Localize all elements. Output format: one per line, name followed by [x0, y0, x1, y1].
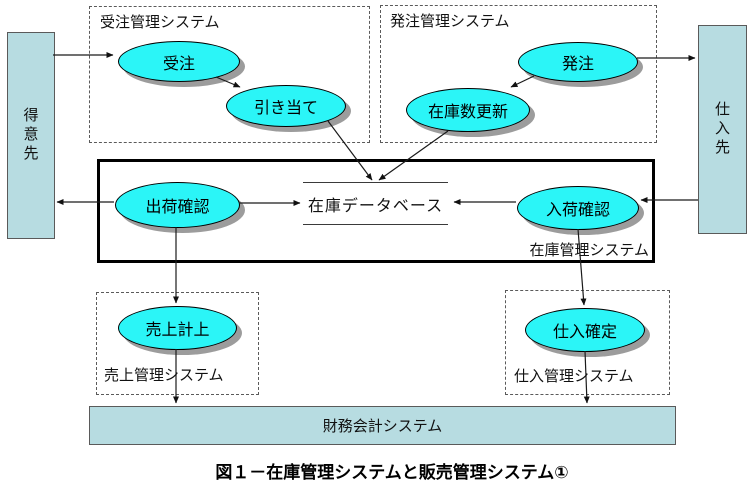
- sales-mgmt-system-label: 売上管理システム: [104, 366, 224, 384]
- po-mgmt-system-box: 発注管理システム: [380, 5, 657, 143]
- entity-supplier: 仕入先: [698, 25, 747, 234]
- inventory-database-datastore: 在庫データベース: [303, 182, 448, 225]
- entity-supplier-label: 仕入先: [713, 101, 731, 158]
- figure-caption: 図１－在庫管理システムと販売管理システム①: [215, 463, 569, 483]
- process-ship-check: 出荷確認: [115, 182, 240, 228]
- finance-system-label: 財務会計システム: [322, 417, 443, 435]
- order-mgmt-system-label: 受注管理システム: [100, 13, 220, 31]
- po-mgmt-system-label: 発注管理システム: [390, 12, 510, 30]
- process-update-stock: 在庫数更新: [406, 88, 530, 132]
- finance-system-bar: 財務会計システム: [89, 406, 676, 445]
- entity-customer-label: 得意先: [21, 107, 40, 164]
- inventory-mgmt-system-label: 在庫管理システム: [529, 241, 649, 259]
- entity-customer: 得意先: [7, 32, 55, 239]
- process-order: 受注: [118, 41, 240, 82]
- inventory-database-label: 在庫データベース: [307, 195, 444, 215]
- process-record-sales: 売上計上: [118, 306, 237, 350]
- process-confirm-purchase: 仕入確定: [525, 308, 645, 352]
- inventory-mgmt-system-box: 在庫管理システム: [97, 159, 655, 263]
- process-place-order: 発注: [518, 42, 638, 82]
- process-receive-check: 入荷確認: [517, 186, 639, 230]
- process-allocate: 引き当て: [226, 85, 346, 127]
- purchase-mgmt-system-label: 仕入管理システム: [514, 367, 634, 385]
- order-mgmt-system-box: 受注管理システム: [89, 6, 370, 143]
- sales-mgmt-system-box: 売上管理システム: [96, 292, 259, 395]
